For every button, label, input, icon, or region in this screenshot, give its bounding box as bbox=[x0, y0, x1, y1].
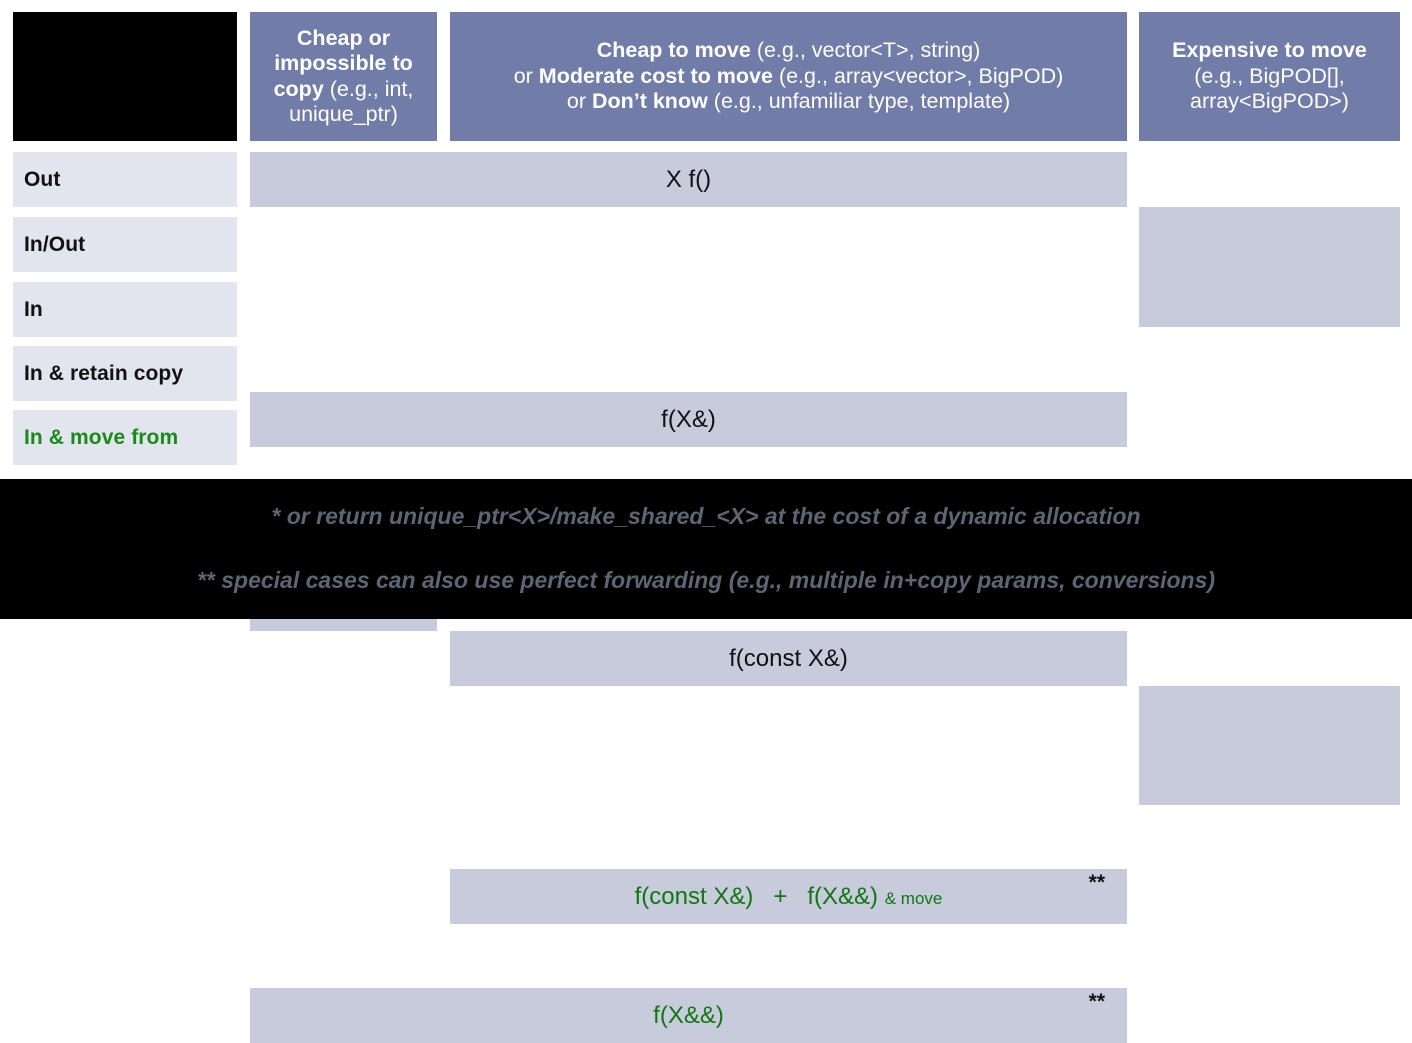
header-cheap-to-move: Cheap to move (e.g., vector<T>, string) … bbox=[450, 12, 1127, 141]
header-col2-line2-rest: (e.g., array<vector>, BigPOD) bbox=[772, 63, 1064, 88]
cell-in-out-value-block: f(X&) bbox=[250, 392, 1127, 447]
row-label-in-retain-copy-text: In & retain copy bbox=[24, 361, 184, 385]
header-corner-blackbox bbox=[13, 12, 237, 141]
row-label-out: Out bbox=[13, 152, 237, 207]
header-col1-line3-rest: (e.g., int, bbox=[323, 76, 414, 101]
row-label-in-text: In bbox=[24, 297, 43, 321]
header-col1-line4: unique_ptr) bbox=[289, 101, 398, 126]
cell-in-retain-copy-formula: f(const X&) + f(X&&) & move ** bbox=[450, 869, 1127, 924]
row-label-in-move-from-text: In & move from bbox=[24, 425, 179, 449]
header-col1-line2: impossible to bbox=[274, 51, 413, 76]
cell-retain-part3: & move bbox=[884, 888, 943, 908]
header-col3-line3: array<BigPOD>) bbox=[1190, 89, 1349, 114]
header-col3-line2: (e.g., BigPOD[], bbox=[1194, 63, 1345, 88]
header-expensive-to-move: Expensive to move (e.g., BigPOD[], array… bbox=[1139, 12, 1400, 141]
header-col2-line3-bold: Don’t know bbox=[591, 89, 708, 114]
header-col2-line1-bold: Cheap to move bbox=[596, 38, 751, 63]
slide-canvas: Cheap or impossible to copy (e.g., int, … bbox=[0, 12, 1412, 1043]
row-label-in-out-text: In/Out bbox=[24, 232, 86, 256]
cell-out-expensive-column-empty bbox=[1139, 207, 1400, 327]
cell-out-value: X f() bbox=[665, 165, 712, 193]
cell-in-const-ref: f(const X&) bbox=[450, 631, 1127, 686]
header-col2-line1-rest: (e.g., vector<T>, string) bbox=[750, 38, 981, 63]
cell-out-cheap-columns: X f() bbox=[250, 152, 1127, 207]
header-col2-line3-rest: (e.g., unfamiliar type, template) bbox=[707, 89, 1011, 114]
row-label-out-text: Out bbox=[24, 167, 61, 191]
cell-in-out-value: f(X&) bbox=[661, 405, 716, 433]
cell-in-move-from-formula: f(X&&) ** bbox=[250, 988, 1127, 1043]
footnote-double-star: ** special cases can also use perfect fo… bbox=[196, 567, 1216, 593]
cell-retain-part2: f(X&&) bbox=[807, 882, 879, 910]
row-label-in-retain-copy: In & retain copy bbox=[13, 346, 237, 401]
cell-in-expensive-column-empty bbox=[1139, 686, 1400, 805]
cell-in-move-from-footnote-marker: ** bbox=[1088, 990, 1105, 1013]
header-col3-line1: Expensive to move bbox=[1172, 38, 1367, 63]
cell-retain-part1: f(const X&) bbox=[634, 882, 754, 910]
cell-in-const-ref-value: f(const X&) bbox=[729, 644, 848, 672]
header-col1-line1: Cheap or bbox=[296, 25, 391, 50]
header-col2-line3-pre: or bbox=[566, 89, 592, 114]
footnote-single-star: * or return unique_ptr<X>/make_shared_<X… bbox=[271, 503, 1141, 529]
header-col1-line3-bold: copy bbox=[273, 76, 324, 101]
footnote-bar: * or return unique_ptr<X>/make_shared_<X… bbox=[0, 479, 1412, 619]
header-col2-line2-pre: or bbox=[513, 63, 539, 88]
header-cheap-or-impossible-to-copy: Cheap or impossible to copy (e.g., int, … bbox=[250, 12, 437, 141]
cell-retain-plus: + bbox=[773, 882, 788, 910]
row-label-in-out: In/Out bbox=[13, 217, 237, 272]
row-label-in-move-from: In & move from bbox=[13, 410, 237, 465]
header-col2-line2-bold: Moderate cost to move bbox=[538, 63, 773, 88]
cell-retain-footnote-marker: ** bbox=[1088, 871, 1105, 894]
cell-in-move-from-value: f(X&&) bbox=[653, 1001, 724, 1029]
row-label-in: In bbox=[13, 282, 237, 337]
